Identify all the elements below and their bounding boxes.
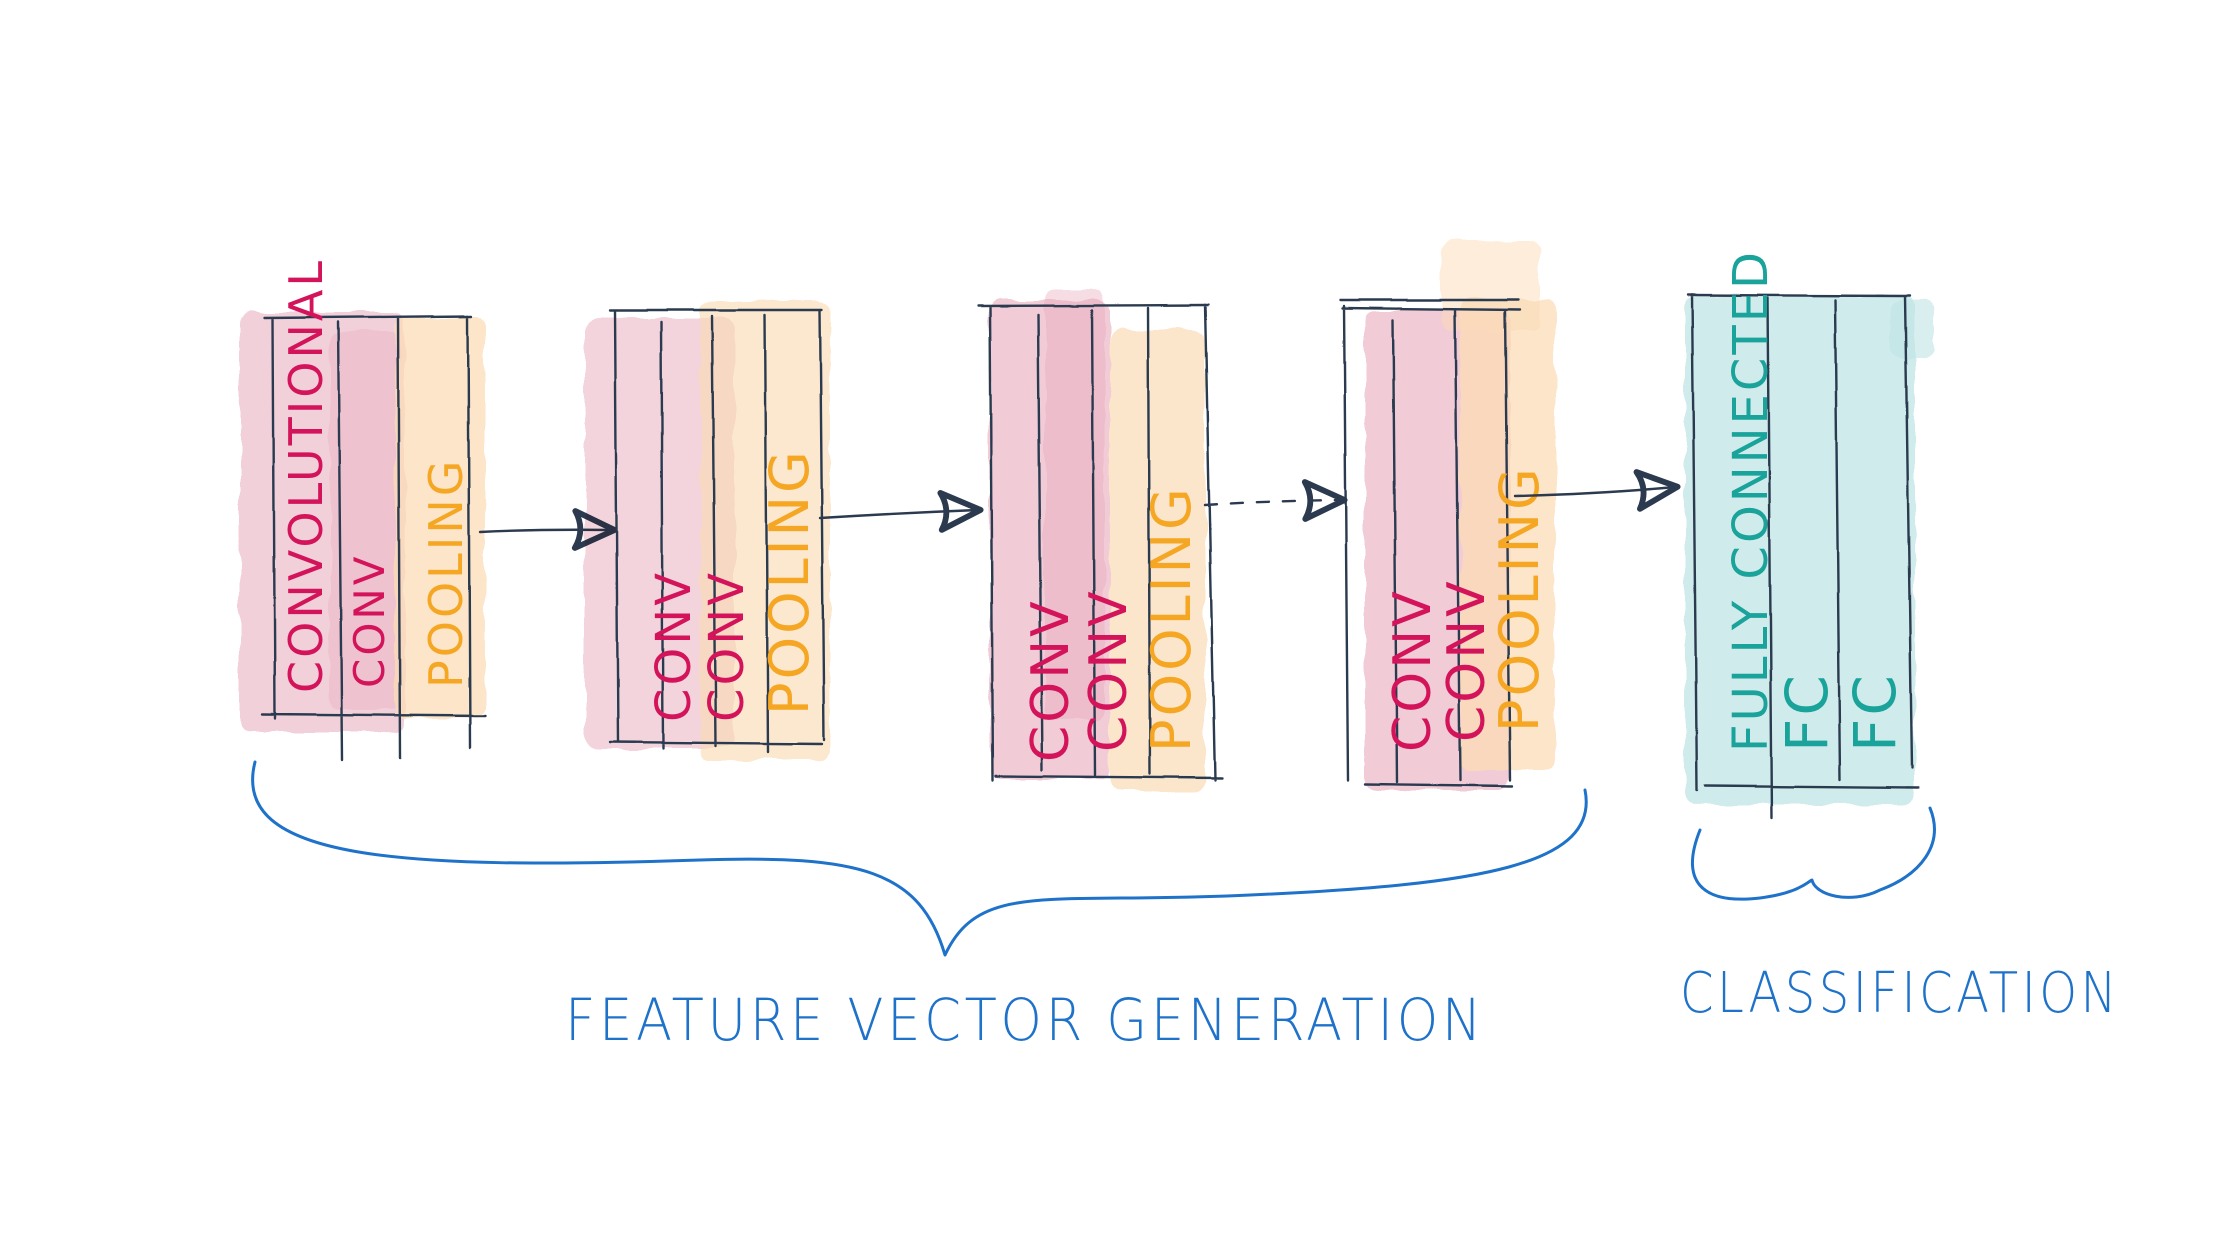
block-4-layer-3-label: POOLING [1488, 465, 1551, 732]
block-1: CONVOLUTIONAL CONV POOLING [240, 258, 487, 762]
block-1-layer-1-label: CONVOLUTIONAL [279, 258, 333, 693]
block-3-layer-3-label: POOLING [1140, 485, 1203, 752]
feature-vector-generation-label: FEATURE VECTOR GENERATION [565, 986, 1485, 1054]
classification-brace [1691, 806, 1936, 901]
block-3-layer-1-label: CONV [1021, 598, 1081, 762]
block-4: CONV CONV POOLING [1338, 240, 1555, 790]
block-5: FULLY CONNECTED FC FC [1685, 249, 1935, 820]
block-3-layer-2-label: CONV [1079, 588, 1139, 752]
block-3: CONV CONV POOLING [976, 290, 1224, 790]
feature-brace [251, 760, 1588, 957]
classification-label: CLASSIFICATION [1680, 961, 2120, 1026]
block-5-layer-3-label: FC [1841, 672, 1909, 752]
block-2: CONV CONV POOLING [585, 300, 830, 760]
block-4-layer-2-label: CONV [1437, 578, 1497, 742]
block-2-layer-2-label: CONV [699, 570, 755, 722]
block-5-layer-2-label: FC [1773, 672, 1841, 752]
block-2-layer-3-label: POOLING [758, 448, 821, 715]
block-1-layer-2-label: CONV [345, 553, 394, 688]
block-2-layer-1-label: CONV [646, 570, 702, 722]
block-4-layer-1-label: CONV [1383, 588, 1443, 752]
arrow-3-4 [1203, 479, 1348, 522]
arrow-2-3 [818, 490, 984, 533]
block-1-layer-3-label: POOLING [419, 458, 473, 688]
block-5-layer-1-label: FULLY CONNECTED [1723, 249, 1779, 752]
arrow-4-5 [1513, 469, 1681, 512]
